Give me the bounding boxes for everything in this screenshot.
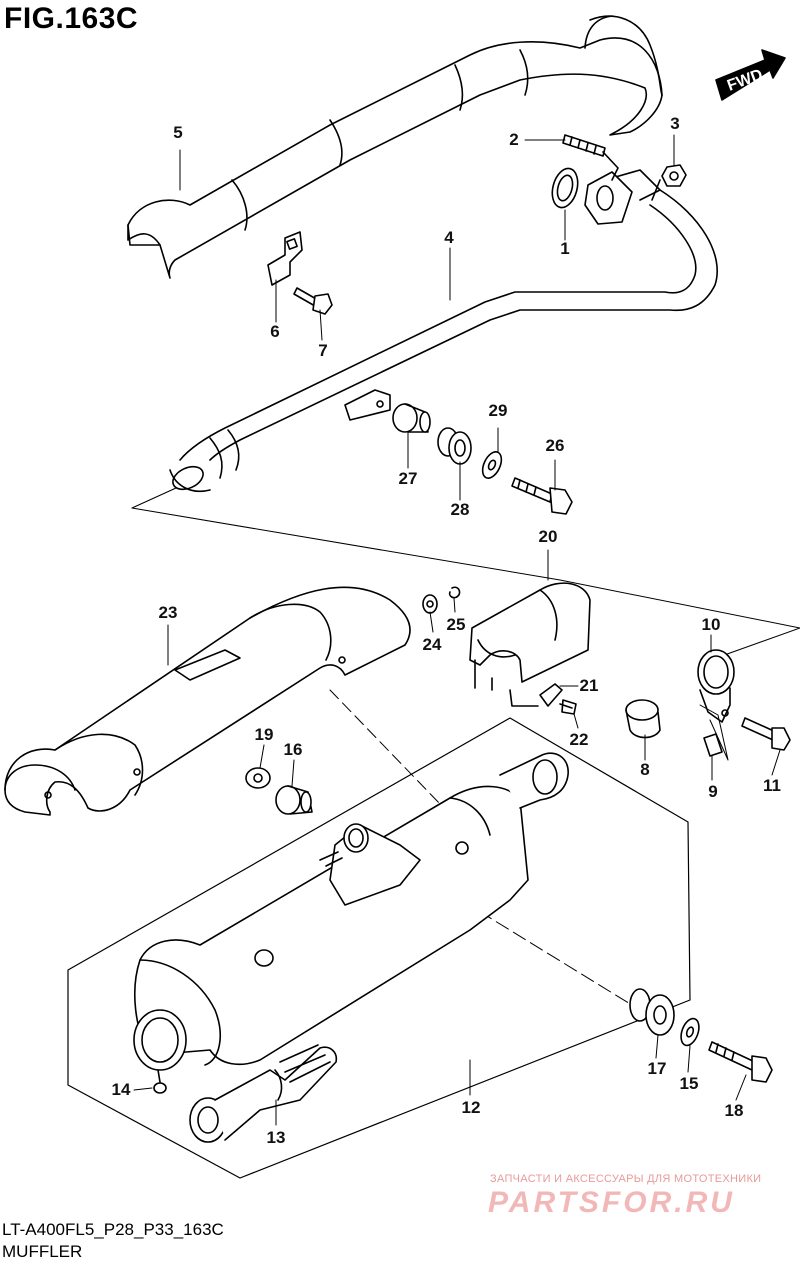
clamp-21: [509, 683, 563, 707]
callout-13: 13: [266, 1128, 286, 1147]
tailpipe-cover: [469, 582, 591, 691]
bolt-26: [511, 477, 573, 515]
bolt-18: [708, 1041, 773, 1083]
watermark-tagline: ЗАПЧАСТИ И АКСЕССУАРЫ ДЛЯ МОТОТЕХНИКИ: [490, 1173, 762, 1185]
callout-10: 10: [701, 615, 721, 634]
callout-2: 2: [509, 130, 519, 149]
callout-25: 25: [446, 615, 466, 634]
muffler-body: [133, 752, 569, 1071]
spacer-9: [703, 733, 723, 757]
callout-21: 21: [579, 676, 599, 695]
callout-11: 11: [763, 776, 781, 795]
callout-6: 6: [270, 322, 280, 341]
callout-5: 5: [173, 123, 183, 142]
callout-24: 24: [422, 635, 442, 654]
muffler-assembly-outline: [67, 717, 691, 1179]
callout-8: 8: [640, 760, 650, 779]
pipe-clamp-10: [697, 649, 735, 723]
callout-9: 9: [708, 782, 718, 801]
grommet-17: [629, 988, 675, 1036]
callout-19: 19: [254, 725, 274, 744]
callout-3: 3: [670, 114, 680, 133]
callout-7: 7: [318, 341, 328, 360]
callout-29: 29: [488, 401, 508, 420]
callout-27: 27: [398, 469, 418, 488]
watermark-logo: PARTSFOR.RU: [488, 1186, 735, 1219]
callout-23: 23: [158, 603, 178, 622]
model-code: LT-A400FL5_P28_P33_163C: [2, 1220, 224, 1239]
callout-28: 28: [450, 500, 470, 519]
washer-29: [481, 451, 503, 479]
callout-1: 1: [560, 239, 570, 258]
collar-27: [392, 403, 431, 433]
sleeve-8: [625, 699, 661, 739]
washer-24: [422, 594, 438, 614]
exhaust-flange: [584, 171, 633, 225]
leader-lines: [133, 134, 781, 1126]
bolt-11: [741, 717, 791, 751]
callout-22: 22: [569, 730, 589, 749]
callout-17: 17: [647, 1059, 667, 1078]
clip-25: [448, 586, 461, 599]
callout-16: 16: [283, 740, 303, 759]
bolt-22: [559, 699, 577, 715]
flange-nut: [651, 164, 687, 201]
exhaust-pipe: [169, 169, 718, 492]
figure-caption: MUFFLER: [2, 1242, 83, 1261]
fwd-arrow-icon: [715, 49, 786, 101]
callout-4: 4: [444, 228, 454, 247]
nut-19: [245, 767, 271, 789]
heat-shield-upper: [127, 15, 663, 279]
bolt-7: [293, 287, 333, 315]
callout-12: 12: [461, 1098, 481, 1117]
grommet-28: [437, 427, 472, 465]
callout-15: 15: [679, 1074, 699, 1093]
callout-20: 20: [538, 527, 558, 546]
figure-title: FIG.163C: [4, 2, 139, 35]
callout-14: 14: [111, 1080, 131, 1099]
screw-14: [153, 1069, 167, 1094]
washer-15: [680, 1017, 700, 1047]
heat-shield-lower: [4, 586, 411, 816]
gasket: [551, 167, 579, 209]
collar-16: [275, 785, 313, 815]
shield-bracket: [267, 231, 303, 286]
spark-arrester-13: [189, 1044, 338, 1143]
callout-18: 18: [724, 1101, 744, 1120]
callout-26: 26: [545, 436, 565, 455]
